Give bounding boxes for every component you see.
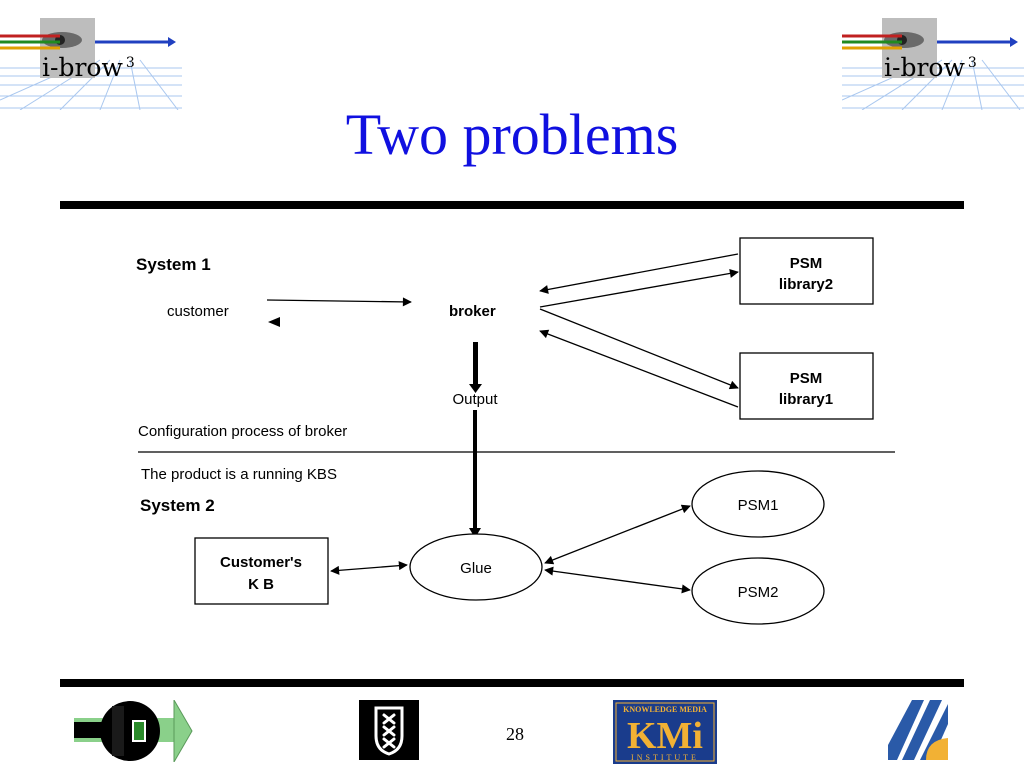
psm1-node: PSM1 — [691, 470, 825, 538]
glue-label: Glue — [460, 560, 492, 577]
ibrow-footer-logo — [74, 700, 202, 762]
output-glue-arrowhead — [469, 528, 481, 538]
broker-to-library2-arrow — [539, 268, 739, 308]
glue-psm2-arrow — [544, 566, 691, 594]
broker-label: broker — [449, 303, 496, 320]
output-glue-line — [473, 410, 477, 528]
kb-glue-arrow — [330, 561, 408, 575]
library2-to-broker-arrow — [539, 253, 739, 294]
striped-logo — [888, 700, 948, 760]
psm-library1-box: PSM library1 — [739, 352, 874, 420]
configuration-process-label: Configuration process of broker — [138, 423, 347, 440]
psm-library1-line1: PSM — [790, 370, 823, 387]
ibrow-logo-graphic — [842, 18, 1024, 110]
crest-logo — [359, 700, 419, 760]
customers-kb-line1: Customer's — [220, 554, 302, 571]
psm-library2-line2: library2 — [779, 276, 833, 293]
library1-to-broker-arrow — [539, 329, 739, 408]
page-number: 28 — [506, 724, 524, 744]
system1-heading: System 1 — [136, 255, 211, 274]
psm2-label: PSM2 — [738, 584, 779, 601]
broker-to-library1-arrow — [539, 308, 739, 390]
customer-to-broker-arrow — [266, 297, 412, 307]
kmi-logo: KNOWLEDGE MEDIA KMi INSTITUTE — [613, 700, 717, 764]
kmi-bottom-text: INSTITUTE — [631, 753, 699, 762]
slide-title: Two problems — [345, 102, 679, 167]
system2-heading: System 2 — [140, 496, 215, 515]
broker-output-line — [473, 342, 478, 384]
kmi-main-text: KMi — [627, 715, 703, 757]
broker-to-customer-arrowhead — [268, 317, 280, 327]
glue-psm1-arrow — [544, 504, 691, 565]
customers-kb-box: Customer's K B — [194, 537, 329, 605]
kmi-top-text: KNOWLEDGE MEDIA — [623, 705, 707, 714]
output-label: Output — [452, 391, 498, 408]
psm-library2-line1: PSM — [790, 255, 823, 272]
psm-library2-box: PSM library2 — [739, 237, 874, 305]
psm1-label: PSM1 — [738, 497, 779, 514]
ibrow-logo-graphic — [0, 18, 182, 110]
running-kbs-label: The product is a running KBS — [141, 466, 337, 483]
psm2-node: PSM2 — [691, 557, 825, 625]
broker-output-arrowhead — [469, 384, 482, 393]
customer-label: customer — [167, 303, 229, 320]
psm-library1-line2: library1 — [779, 391, 833, 408]
bottom-rule — [60, 679, 964, 687]
glue-node: Glue — [409, 533, 543, 601]
top-rule — [60, 201, 964, 209]
customers-kb-line2: K B — [248, 576, 274, 593]
